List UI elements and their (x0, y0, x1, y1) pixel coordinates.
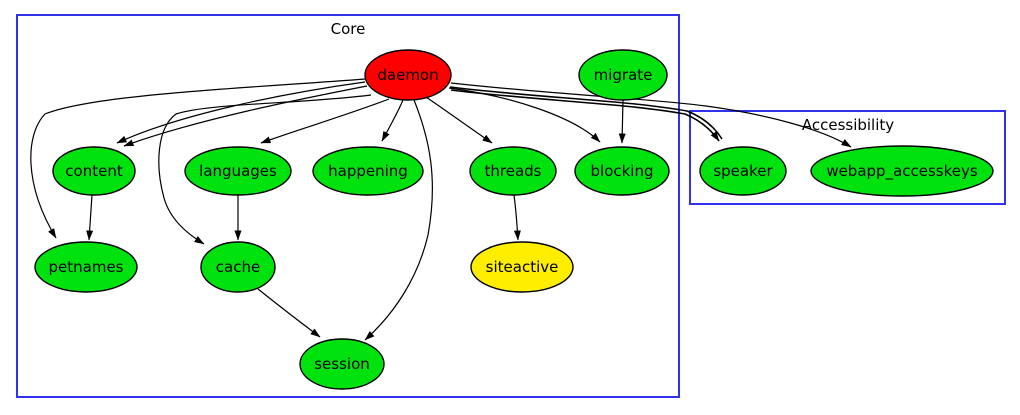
cluster-accessibility-border (689, 110, 1006, 205)
node-petnames: petnames (34, 241, 138, 293)
edge-threads-siteactive (513, 194, 521, 241)
cluster-core-label: Core (331, 20, 366, 38)
node-threads-shape (469, 146, 557, 196)
edge-daemon-blocking (448, 87, 601, 143)
node-siteactive-shape (470, 241, 574, 293)
node-daemon: daemon (364, 49, 452, 101)
node-webapp-accesskeys: webapp_accesskeys (810, 145, 994, 197)
node-session: session (299, 338, 385, 390)
node-content: content (52, 146, 136, 196)
edge-daemon-threads (425, 96, 493, 144)
node-cache-shape (200, 241, 276, 293)
edge-daemon-happening (381, 99, 404, 142)
cluster-core: Core (16, 14, 680, 398)
node-siteactive-label: siteactive (486, 258, 559, 276)
node-happening-label: happening (328, 162, 408, 180)
edge-daemon-webapp-accesskeys (450, 82, 852, 148)
edge-daemon-languages (260, 98, 390, 144)
edge-cache-session (257, 288, 321, 338)
node-speaker-label: speaker (713, 162, 773, 180)
node-session-shape (299, 338, 385, 390)
node-languages-shape (184, 146, 292, 196)
edge-migrate-blocking (618, 99, 626, 144)
node-siteactive: siteactive (470, 241, 574, 293)
edge-daemon-content-1 (123, 85, 368, 147)
node-happening: happening (312, 146, 424, 196)
node-webapp-accesskeys-shape (810, 145, 994, 197)
node-languages-label: languages (199, 162, 277, 180)
node-speaker: speaker (699, 146, 787, 196)
node-blocking-label: blocking (591, 162, 654, 180)
nodes: daemon migrate content languages happeni… (34, 49, 994, 390)
node-session-label: session (314, 355, 370, 373)
node-threads: threads (469, 146, 557, 196)
edge-daemon-cache (158, 94, 372, 245)
node-blocking-shape (574, 146, 670, 196)
node-languages: languages (184, 146, 292, 196)
node-petnames-label: petnames (49, 258, 124, 276)
edge-daemon-speaker-1 (449, 86, 723, 140)
cluster-core-border (16, 14, 680, 398)
edge-content-petnames (86, 194, 94, 241)
edges (30, 78, 852, 341)
node-cache: cache (200, 241, 276, 293)
cluster-accessibility-label: Accessibility (802, 116, 894, 134)
node-threads-label: threads (485, 162, 542, 180)
edge-daemon-session (364, 99, 433, 341)
node-webapp-accesskeys-label: webapp_accesskeys (826, 162, 978, 181)
node-migrate-shape (578, 49, 668, 101)
node-daemon-shape (364, 49, 452, 101)
node-happening-shape (312, 146, 424, 196)
cluster-accessibility: Accessibility (689, 110, 1006, 205)
node-blocking: blocking (574, 146, 670, 196)
node-petnames-shape (34, 241, 138, 293)
node-cache-label: cache (216, 258, 260, 276)
edge-daemon-speaker-2 (450, 89, 720, 142)
node-migrate: migrate (578, 49, 668, 101)
node-content-shape (52, 146, 136, 196)
node-migrate-label: migrate (594, 66, 653, 84)
edge-daemon-petnames (30, 78, 366, 239)
node-speaker-shape (699, 146, 787, 196)
node-daemon-label: daemon (377, 66, 438, 84)
node-content-label: content (65, 162, 123, 180)
